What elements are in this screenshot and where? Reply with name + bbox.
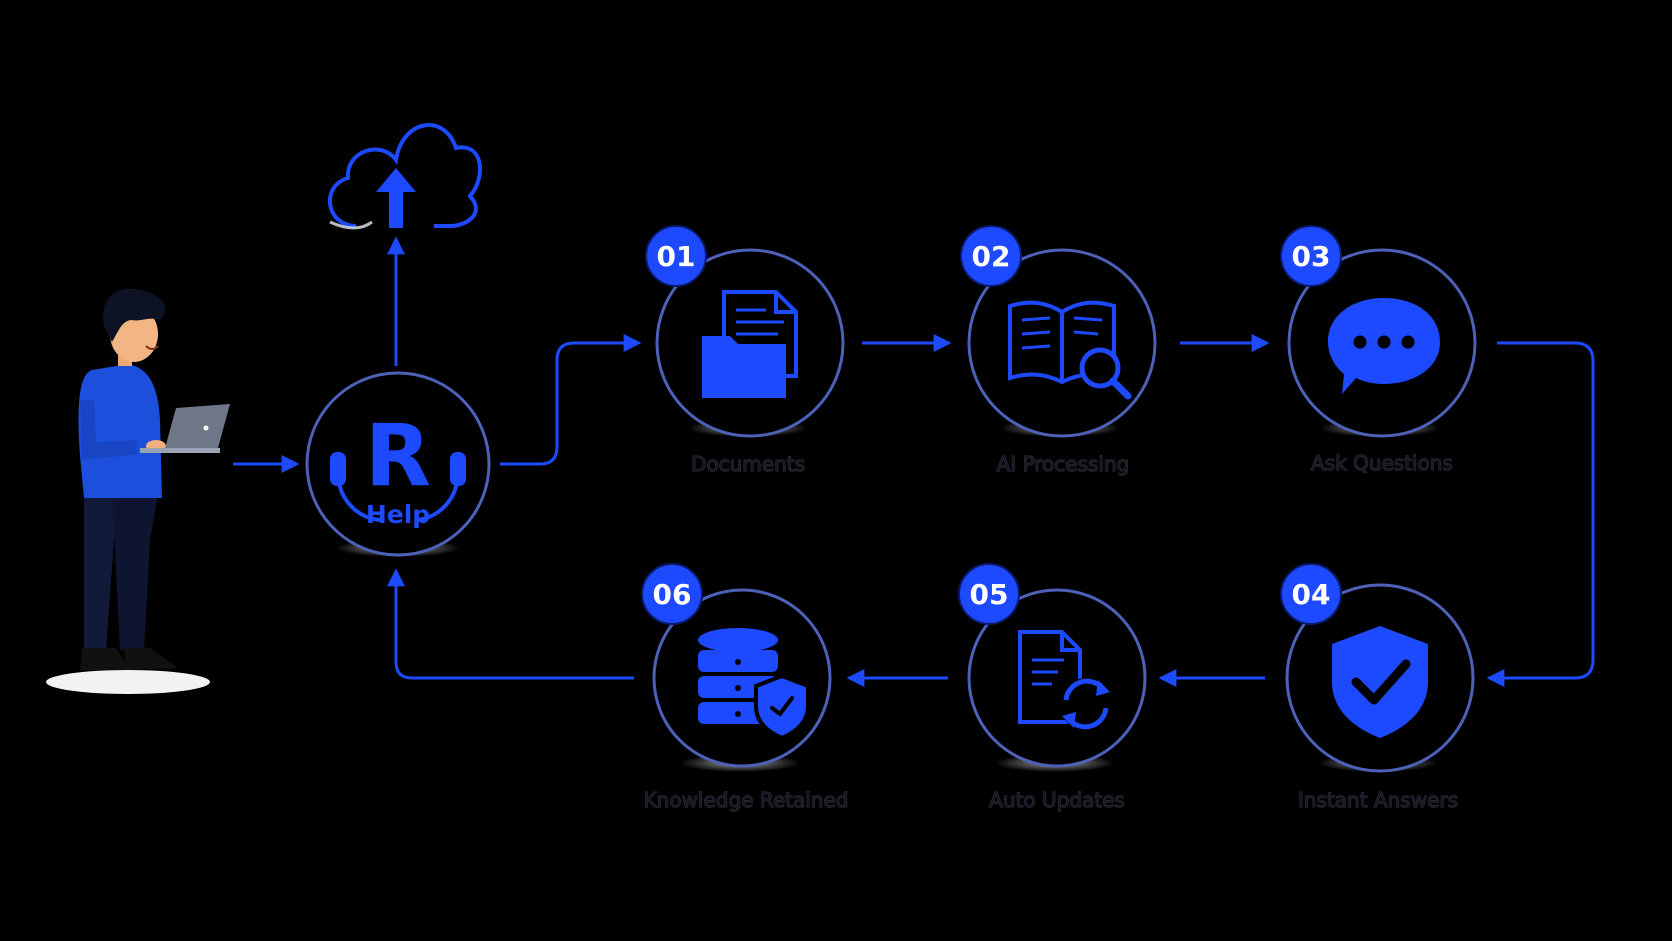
shield-check-icon (1332, 626, 1428, 738)
hub-letter: R (365, 406, 431, 506)
cloud-upload-icon (328, 123, 483, 230)
arrow-hub-to-01 (500, 334, 642, 466)
documents-folder-icon (702, 290, 798, 398)
step-03-badge (1280, 225, 1342, 287)
arrow-03-to-04 (1486, 341, 1595, 687)
step-01-label: Documents (691, 452, 805, 476)
step-02-number: 02 (972, 240, 1011, 273)
step-01-badge (645, 225, 707, 287)
step-04-badge (1280, 563, 1342, 625)
person-with-laptop-illustration (46, 288, 230, 694)
chat-bubble-icon (1328, 298, 1440, 394)
step-04-node: 04 Instant Answers (1280, 563, 1475, 813)
step-01-number: 01 (657, 240, 696, 273)
step-02-node: 02 AI Processing (960, 225, 1157, 477)
step-03-number: 03 (1292, 240, 1331, 273)
hub-word: Help (366, 500, 430, 529)
arrow-06-to-hub (387, 568, 634, 680)
book-search-icon (1008, 300, 1132, 400)
step-02-label: AI Processing (997, 452, 1130, 476)
step-05-number: 05 (970, 578, 1009, 611)
document-refresh-icon (1018, 630, 1112, 730)
step-01-node: 01 Documents (645, 225, 845, 477)
step-06-number: 06 (653, 578, 692, 611)
database-shield-icon (698, 628, 810, 741)
step-06-node: 06 Knowledge Retained (641, 563, 849, 813)
hub-node: R Help (305, 371, 491, 557)
step-05-badge (958, 563, 1020, 625)
step-04-label: Instant Answers (1298, 788, 1458, 812)
step-03-node: 03 Ask Questions (1280, 225, 1477, 476)
step-02-badge (960, 225, 1022, 287)
step-03-label: Ask Questions (1311, 451, 1453, 475)
step-06-label: Knowledge Retained (644, 788, 849, 812)
step-06-badge (641, 563, 703, 625)
step-05-label: Auto Updates (989, 788, 1125, 812)
connectors (233, 236, 1595, 687)
headset-r-logo-icon: R Help (330, 406, 466, 529)
step-04-number: 04 (1292, 578, 1331, 611)
step-05-node: 05 Auto Updates (958, 563, 1147, 813)
